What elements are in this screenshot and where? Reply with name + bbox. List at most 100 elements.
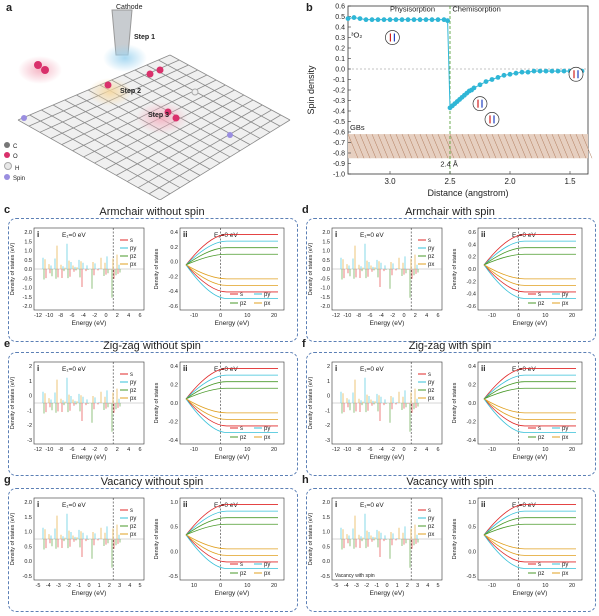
legend-label-2: s (538, 562, 541, 568)
gbs-hatch (497, 134, 509, 159)
legend-label-2: s (240, 562, 243, 568)
lattice-line (127, 104, 263, 182)
ytick-label: 1.0 (322, 249, 330, 255)
xtick-label: 0 (402, 313, 405, 319)
gbs-hatch (437, 134, 449, 159)
ytick-label: -0.5 (23, 276, 32, 282)
spin-symbol-icon (472, 96, 488, 112)
xtick-label: 2 (414, 313, 417, 319)
gbs-hatch (419, 134, 431, 159)
legend-label: pz (130, 388, 136, 394)
gbs-hatch (389, 134, 401, 159)
ytick-label: 0.5 (322, 258, 330, 264)
xtick-label: -3 (56, 583, 61, 589)
gbs-hatch (347, 134, 359, 159)
legend-label-2: py (264, 292, 270, 298)
spin-density-chart: 0.60.50.40.30.20.10.0-0.1-0.2-0.3-0.4-0.… (306, 4, 593, 198)
data-point (375, 17, 381, 23)
xtick-label: 6 (138, 313, 141, 319)
panel-g (8, 488, 298, 612)
xtick-label-2: 10 (244, 583, 250, 589)
xtick-label: -10 (343, 313, 351, 319)
xtick-label: 2.0 (504, 177, 516, 186)
ytick-label: -1.0 (23, 286, 32, 292)
xtick-label: 2.5 (444, 177, 456, 186)
integrated-dos-curve (185, 504, 278, 536)
integrated-dos-curve (483, 247, 576, 266)
data-point (429, 17, 435, 23)
xtick-label: 6 (436, 447, 439, 453)
ytick-label: -0.2 (333, 88, 345, 95)
xtick-label: 0 (402, 447, 405, 453)
legend-label-2: py (264, 562, 270, 568)
xtick-label: -6 (70, 447, 75, 453)
xtick-label: -8 (356, 447, 361, 453)
ytick-label: 1.0 (24, 249, 32, 255)
y-axis-label: Density of states (eV) (10, 377, 16, 430)
integrated-dos-curve (185, 510, 278, 536)
integrated-dos-curve (185, 240, 278, 266)
ytick-label: 2.0 (322, 230, 330, 236)
subplot-i-label: i (335, 500, 337, 509)
legend-label: px (130, 262, 136, 268)
integrated-dos-curve (483, 387, 576, 400)
legend-label-2: px (562, 435, 568, 441)
legend-label: px (428, 396, 434, 402)
integrated-dos-curve (483, 510, 576, 536)
ytick-label: -0.9 (333, 161, 345, 168)
ytick-label: 0.5 (322, 544, 330, 550)
legend-label: s (130, 508, 133, 514)
subplot-ii-label: ii (481, 364, 485, 373)
graphene-illustration (17, 9, 291, 200)
legend-label-2: s (240, 292, 243, 298)
ytick-label: 1.5 (322, 239, 330, 245)
gbs-hatch (569, 134, 581, 159)
lattice-line (64, 99, 201, 176)
data-point (477, 82, 483, 88)
gbs-hatch (371, 134, 383, 159)
legend-label-2: pz (538, 435, 544, 441)
spin-symbol-icon (385, 30, 400, 45)
legend-label: px (428, 532, 434, 538)
lattice-line (61, 74, 208, 145)
y-axis-label-2: Density of states (452, 248, 458, 289)
data-point (501, 72, 507, 78)
xtick-label-2: 20 (271, 583, 277, 589)
ytick-label-2: 0.0 (170, 401, 178, 407)
ytick-label: 1.0 (322, 530, 330, 536)
ytick-label: 0.1 (335, 56, 345, 63)
xtick-label-2: 0 (517, 447, 520, 453)
ytick-label: -0.5 (23, 574, 32, 580)
ytick-label: -0.4 (333, 109, 345, 116)
xtick-label: -12 (34, 313, 42, 319)
x-axis-label-2: Energy (eV) (513, 590, 548, 597)
ytick-label: 0.5 (335, 14, 345, 21)
ytick-label: -0.1 (333, 77, 345, 84)
lattice-line (158, 59, 281, 127)
integrated-dos-curve (185, 398, 278, 427)
fermi-label: E₁=0 eV (62, 502, 86, 509)
gbs-hatch (395, 134, 407, 159)
xtick-label: -4 (344, 583, 349, 589)
gbs-hatch (527, 134, 539, 159)
gbs-hatch (491, 134, 503, 159)
xtick-label: 4 (128, 583, 131, 589)
gbs-hatch (461, 134, 473, 159)
xtick-label-2: 10 (244, 313, 250, 319)
gbs-hatch (383, 134, 395, 159)
subplot-ii-label: ii (183, 230, 187, 239)
ytick-label: -0.6 (333, 130, 345, 137)
ytick-label: 0.0 (322, 267, 330, 273)
x-axis-label: Energy (eV) (370, 320, 405, 327)
xtick-label: 2 (406, 583, 409, 589)
subplot-ii-frame (477, 497, 583, 581)
y-axis-label-2: Density of states (452, 518, 458, 559)
integrated-dos-curve (483, 381, 576, 400)
integrated-dos-curve (483, 504, 576, 536)
ytick-label-2: 1.0 (170, 500, 178, 506)
xtick-label: 4 (425, 313, 428, 319)
xtick-label: -2 (390, 313, 395, 319)
lattice-line (52, 104, 191, 182)
step-1-label: Step 1 (134, 34, 156, 41)
xtick-label: -1 (76, 583, 81, 589)
